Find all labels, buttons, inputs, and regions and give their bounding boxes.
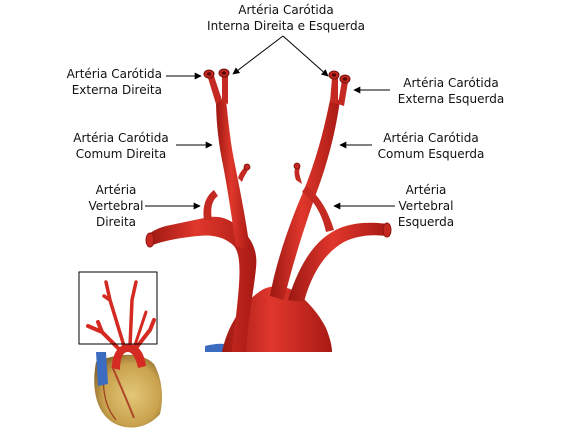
label-internal-carotid-line1: Artéria Carótida bbox=[238, 3, 334, 17]
left-vertebral bbox=[302, 186, 334, 232]
label-external-right-line2: Externa Direita bbox=[71, 83, 162, 97]
left-small-branch bbox=[294, 166, 302, 184]
label-vertebral-left-line1: Artéria bbox=[405, 183, 447, 197]
label-vertebral-right: Artéria Vertebral Direita bbox=[78, 182, 154, 230]
inset-box bbox=[78, 271, 158, 345]
left-subclavian bbox=[288, 222, 388, 302]
arrow-internal-right bbox=[232, 35, 284, 75]
label-external-left: Artéria Carótida Externa Esquerda bbox=[386, 75, 516, 107]
right-external-carotid bbox=[208, 76, 222, 104]
arrow-internal-left bbox=[282, 35, 329, 77]
label-internal-carotid: Artéria Carótida Interna Direita e Esque… bbox=[196, 2, 376, 34]
label-vertebral-right-line3: Direita bbox=[95, 215, 137, 229]
right-vertebral bbox=[203, 190, 218, 220]
arterial-tree bbox=[145, 68, 392, 352]
label-vertebral-left-line3: Esquerda bbox=[397, 215, 455, 229]
label-external-left-line1: Artéria Carótida bbox=[403, 76, 499, 90]
label-vertebral-right-line2: Vertebral bbox=[88, 199, 144, 213]
right-common-carotid bbox=[216, 100, 250, 250]
label-external-right-line1: Artéria Carótida bbox=[66, 67, 162, 81]
right-internal-carotid bbox=[222, 76, 228, 104]
label-common-right: Artéria Carótida Comum Direita bbox=[56, 130, 186, 162]
label-vertebral-left-line2: Vertebral bbox=[398, 199, 454, 213]
label-common-right-line2: Comum Direita bbox=[75, 147, 167, 161]
heart-body bbox=[94, 354, 162, 428]
label-vertebral-right-line1: Artéria bbox=[95, 183, 137, 197]
label-vertebral-left: Artéria Vertebral Esquerda bbox=[388, 182, 464, 230]
vena-cava bbox=[96, 352, 108, 386]
label-external-right: Artéria Carótida Externa Direita bbox=[20, 66, 162, 98]
left-internal-carotid bbox=[338, 80, 348, 106]
left-external-carotid bbox=[330, 78, 338, 104]
heart-inset bbox=[78, 271, 162, 428]
label-common-left-line2: Comum Esquerda bbox=[377, 147, 485, 161]
label-external-left-line2: Externa Esquerda bbox=[397, 92, 505, 106]
label-common-right-line1: Artéria Carótida bbox=[73, 131, 169, 145]
mini-aorta bbox=[112, 344, 146, 370]
label-common-left: Artéria Carótida Comum Esquerda bbox=[366, 130, 496, 162]
label-internal-carotid-line2: Interna Direita e Esquerda bbox=[207, 19, 365, 33]
left-common-carotid bbox=[270, 100, 340, 300]
leader-lines bbox=[145, 35, 395, 210]
brachiocephalic-trunk bbox=[148, 216, 257, 352]
label-common-left-line1: Artéria Carótida bbox=[383, 131, 479, 145]
